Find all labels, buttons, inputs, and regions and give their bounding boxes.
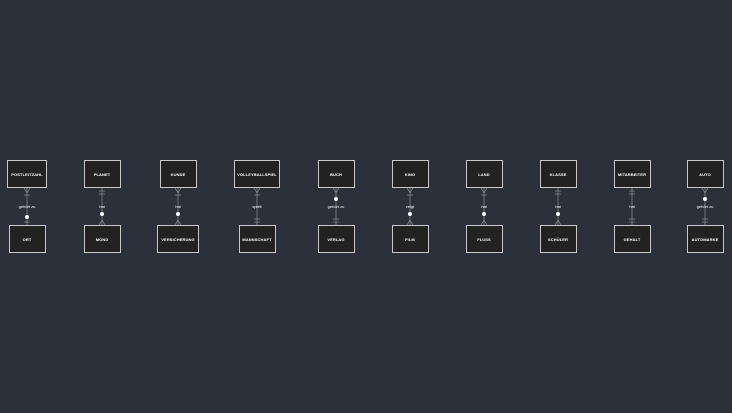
entity-bottom-3[interactable]: MANNSCHAFT (238, 225, 276, 253)
entity-bottom-9[interactable]: AUTOMARKE (686, 225, 724, 253)
rel-6-top-crow-right (483, 187, 488, 194)
entity-top-6[interactable]: LAND (465, 160, 503, 188)
rel-2-bottom-circle-mark (176, 212, 180, 216)
entity-top-7[interactable]: KLASSE (539, 160, 577, 188)
relationship-label-4: gehört zu (327, 204, 345, 209)
rel-3-top-crow-right (256, 187, 261, 194)
rel-6-bottom-crow-right (483, 219, 488, 226)
relationship-label-6: hat (481, 204, 487, 209)
rel-6-top-crow-left (480, 187, 485, 194)
entity-top-5[interactable]: KINO (391, 160, 429, 188)
entity-top-1[interactable]: PLANET (83, 160, 121, 188)
rel-4-top-crow-right (335, 187, 340, 194)
rel-6-bottom-crow-left (480, 219, 485, 226)
rel-1-bottom-crow-left (98, 219, 103, 226)
rel-0-top-crow-left (23, 187, 28, 194)
entity-top-0[interactable]: POSTLEITZAHL (7, 160, 47, 188)
rel-2-bottom-crow-right (177, 219, 182, 226)
rel-6-bottom-circle-mark (482, 212, 486, 216)
rel-5-bottom-circle-mark (408, 212, 412, 216)
rel-9-top-crow-left (701, 187, 706, 194)
entity-top-8[interactable]: MITARBEITER (613, 160, 651, 188)
entity-top-2[interactable]: KUNDE (159, 160, 197, 188)
relationship-label-2: hat (175, 204, 181, 209)
relationship-label-3: spielt (252, 204, 262, 209)
rel-1-bottom-crow-right (101, 219, 106, 226)
relationship-label-0: gehört zu (18, 204, 36, 209)
rel-9-top-circle-mark (703, 197, 707, 201)
entity-bottom-2[interactable]: VERSICHERUNG (157, 225, 199, 253)
rel-5-top-crow-left (406, 187, 411, 194)
entity-bottom-5[interactable]: FILM (391, 225, 429, 253)
relationship-label-8: hat (629, 204, 635, 209)
rel-9-top-crow-right (704, 187, 709, 194)
rel-0-bottom-circle-mark (25, 215, 29, 219)
rel-1-bottom-circle-mark (100, 212, 104, 216)
rel-5-top-crow-right (409, 187, 414, 194)
rel-5-bottom-crow-right (409, 219, 414, 226)
entity-top-4[interactable]: BUCH (317, 160, 355, 188)
entity-top-3[interactable]: VOLLEYBALLSPIEL (234, 160, 280, 188)
rel-5-bottom-crow-left (406, 219, 411, 226)
entity-top-9[interactable]: AUTO (686, 160, 724, 188)
rel-2-top-crow-left (174, 187, 179, 194)
rel-4-top-crow-left (332, 187, 337, 194)
rel-7-bottom-crow-right (557, 219, 562, 226)
entity-bottom-0[interactable]: ORT (8, 225, 46, 253)
rel-3-top-crow-left (253, 187, 258, 194)
rel-4-top-circle-mark (334, 197, 338, 201)
rel-2-top-crow-right (177, 187, 182, 194)
entity-bottom-7[interactable]: SCHÜLER (539, 225, 577, 253)
entity-bottom-8[interactable]: GEHALT (613, 225, 651, 253)
rel-7-bottom-crow-left (554, 219, 559, 226)
relationship-label-5: zeigt (405, 204, 415, 209)
rel-7-bottom-circle-mark (556, 212, 560, 216)
relationship-label-9: gehört zu (696, 204, 714, 209)
rel-0-top-crow-right (26, 187, 31, 194)
entity-bottom-6[interactable]: FLUSS (465, 225, 503, 253)
relationship-label-1: hat (99, 204, 105, 209)
entity-bottom-1[interactable]: MOND (83, 225, 121, 253)
relationship-label-7: hat (555, 204, 561, 209)
rel-2-bottom-crow-left (174, 219, 179, 226)
entity-bottom-4[interactable]: VERLAG (317, 225, 355, 253)
